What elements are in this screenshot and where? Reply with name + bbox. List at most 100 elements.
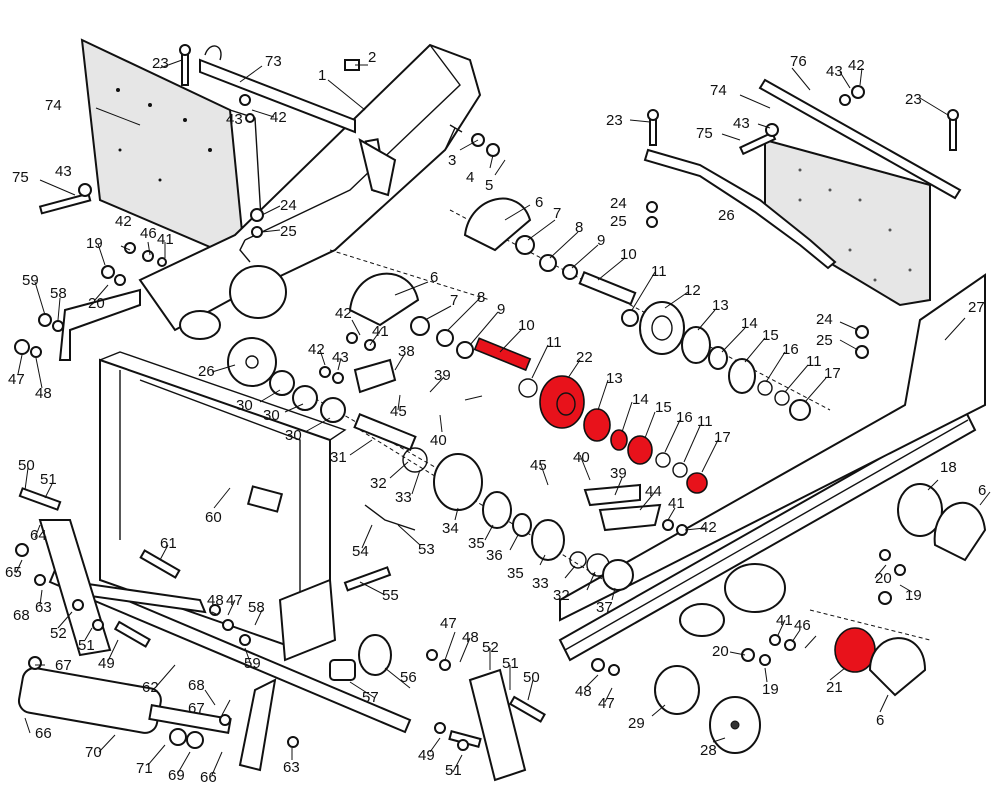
part-label: 67	[188, 700, 205, 717]
part-label: 25	[816, 332, 833, 349]
hydraulic-cylinder	[17, 667, 232, 734]
bolt-55	[343, 566, 392, 592]
part-label: 4	[466, 169, 474, 186]
washer-7-mid	[410, 316, 430, 336]
part-label: 9	[497, 301, 505, 318]
part-label: 70	[85, 744, 102, 761]
bushing-57	[329, 659, 356, 681]
part-label: 58	[248, 599, 265, 616]
part-label: 47	[226, 592, 243, 609]
part-label: 14	[632, 391, 649, 408]
washer-30-b	[292, 385, 318, 411]
ring-32-a	[402, 447, 428, 473]
cap-37	[602, 559, 634, 591]
part-label: 23	[905, 91, 922, 108]
part-label: 32	[370, 475, 387, 492]
part-label: 14	[741, 315, 758, 332]
part-label: 43	[332, 349, 349, 366]
lever-arm-62	[48, 568, 412, 734]
part-label: 47	[8, 371, 25, 388]
part-label: 49	[418, 747, 435, 764]
gear-sector-6-mid	[348, 272, 420, 327]
washer-30-a	[269, 370, 295, 396]
part-label: 6	[535, 194, 543, 211]
part-label: 40	[430, 432, 447, 449]
part-label: 5	[485, 177, 493, 194]
gear-15-mid	[627, 435, 653, 465]
part-label: 75	[696, 125, 713, 142]
part-label: 18	[940, 459, 957, 476]
part-label: 16	[676, 409, 693, 426]
part-label: 41	[776, 612, 793, 629]
roller-56	[358, 634, 392, 676]
drive-hub-21	[834, 627, 876, 673]
clamp-strip-76	[758, 78, 962, 200]
part-label: 19	[905, 587, 922, 604]
part-label: 11	[546, 334, 562, 351]
part-label: 50	[523, 669, 540, 686]
part-label: 39	[434, 367, 451, 384]
part-label: 53	[418, 541, 435, 558]
part-label: 48	[462, 629, 479, 646]
lower-lever-52	[468, 668, 527, 782]
part-label: 69	[168, 767, 185, 784]
part-label: 26	[198, 363, 215, 380]
ring-11-top-b	[774, 390, 790, 406]
part-label: 20	[88, 295, 105, 312]
part-label: 34	[442, 520, 459, 537]
part-label: 42	[270, 109, 287, 126]
part-label: 24	[816, 311, 833, 328]
part-label: 66	[35, 725, 52, 742]
spacer-14-top	[708, 346, 728, 370]
bearing-12	[639, 301, 685, 355]
part-label: 68	[13, 607, 30, 624]
washer-30-c	[320, 397, 346, 423]
gear-13-mid	[583, 408, 611, 442]
gear-sector-6-top	[463, 197, 532, 252]
pin-53	[364, 504, 416, 531]
bracket-38	[353, 358, 397, 394]
spacer-14-mid	[610, 429, 628, 451]
part-label: 32	[553, 587, 570, 604]
part-label: 76	[790, 53, 807, 70]
part-label: 30	[236, 397, 253, 414]
part-label: 6	[430, 269, 438, 286]
bracket-26	[643, 148, 837, 270]
roller-29	[654, 665, 700, 715]
part-label: 19	[86, 235, 103, 252]
part-label: 59	[22, 272, 39, 289]
part-label: 50	[18, 457, 35, 474]
part-label: 42	[308, 341, 325, 358]
part-label: 39	[610, 465, 627, 482]
gear-sector-6-bottom	[868, 637, 927, 697]
part-label: 23	[606, 112, 623, 129]
part-label: 7	[450, 292, 458, 309]
top-bar	[199, 58, 356, 134]
part-label: 46	[794, 617, 811, 634]
part-label: 27	[968, 299, 985, 316]
part-label: 48	[575, 683, 592, 700]
part-label: 22	[576, 349, 593, 366]
part-label: 11	[651, 263, 667, 280]
part-label: 66	[200, 769, 217, 786]
shaft-31	[353, 412, 417, 452]
part-label: 41	[668, 495, 685, 512]
ring-16-mid	[655, 452, 671, 468]
part-label: 45	[390, 403, 407, 420]
lower-arm	[238, 678, 277, 772]
pulley-18	[897, 483, 943, 537]
part-label: 68	[188, 677, 205, 694]
part-label: 38	[398, 343, 415, 360]
right-housing-27	[559, 273, 986, 622]
part-label: 67	[55, 657, 72, 674]
bracket-44	[598, 503, 662, 532]
cap-17-mid	[686, 472, 708, 494]
part-label: 42	[700, 519, 717, 536]
part-label: 57	[362, 689, 379, 706]
housing-round-opening	[229, 265, 287, 319]
part-label: 29	[628, 715, 645, 732]
part-label: 8	[477, 289, 485, 306]
part-label: 42	[335, 305, 352, 322]
part-label: 11	[806, 353, 822, 370]
part-label: 51	[78, 637, 95, 654]
